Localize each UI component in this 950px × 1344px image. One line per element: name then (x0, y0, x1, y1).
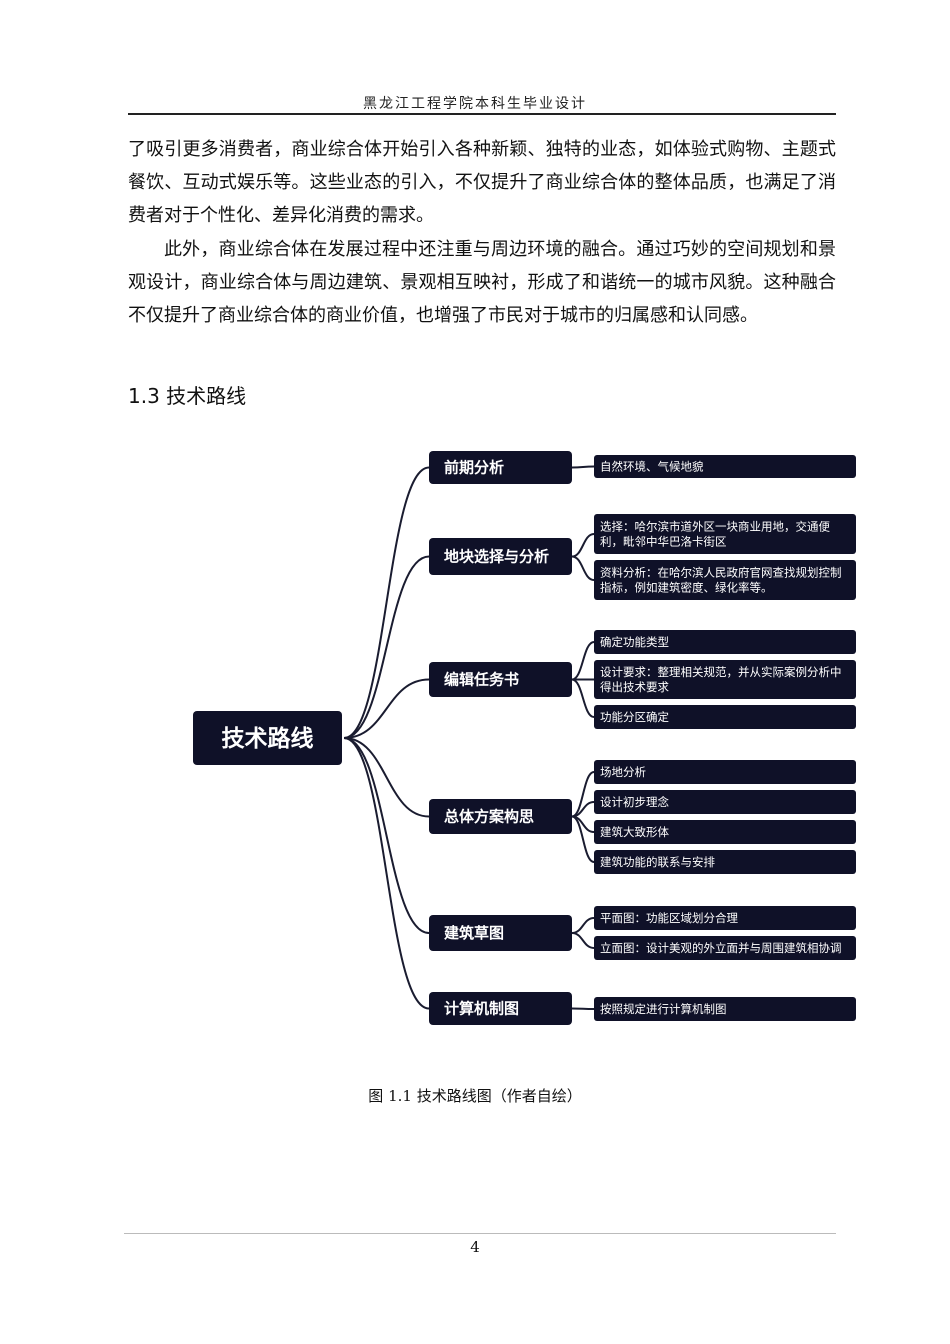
page-header-title: 黑龙江工程学院本科生毕业设计 (363, 96, 587, 112)
connector-line (571, 678, 595, 718)
section-heading: 1.3 技术路线 (128, 384, 247, 408)
connector-line (343, 737, 430, 934)
branch-node: 总体方案构思 (429, 799, 572, 834)
root-node: 技术路线 (193, 711, 342, 765)
branch-node: 计算机制图 (429, 992, 572, 1025)
leaf-node-label: 选择：哈尔滨市道外区一块商业用地，交通便 (600, 520, 830, 534)
connector-line (343, 737, 430, 818)
leaf-node: 确定功能类型 (594, 630, 856, 654)
page-number: 4 (470, 1238, 480, 1256)
leaf-node-label: 利，毗邻中华巴洛卡街区 (600, 535, 727, 549)
connector-line (571, 533, 595, 558)
leaf-node: 功能分区确定 (594, 705, 856, 729)
connector-line (343, 466, 430, 739)
leaf-node-label: 设计要求：整理相关规范，并从实际案例分析中 (600, 665, 842, 679)
branch-node: 前期分析 (429, 451, 572, 484)
branch-node-label: 计算机制图 (444, 1000, 519, 1018)
connector-line (571, 465, 595, 469)
leaf-node-label: 得出技术要求 (600, 680, 669, 694)
branch-node-label: 地块选择与分析 (444, 548, 549, 566)
leaf-node: 建筑功能的联系与安排 (594, 850, 856, 874)
leaf-node: 立面图：设计美观的外立面并与周围建筑相协调 (594, 936, 856, 960)
leaf-node-label: 平面图：功能区域划分合理 (600, 911, 738, 925)
branch-node-label: 前期分析 (444, 459, 504, 477)
connector-line (571, 1007, 595, 1010)
leaf-node-label: 立面图：设计美观的外立面并与周围建筑相协调 (600, 941, 842, 955)
root-node-label: 技术路线 (222, 725, 314, 752)
leaf-node: 场地分析 (594, 760, 856, 784)
leaf-node-label: 建筑功能的联系与安排 (600, 855, 715, 869)
leaf-node-label: 建筑大致形体 (600, 825, 669, 839)
footer-divider (124, 1233, 836, 1234)
leaf-node-label: 按照规定进行计算机制图 (600, 1002, 727, 1016)
leaf-node-label: 确定功能类型 (600, 635, 669, 649)
header-divider (128, 113, 836, 115)
branch-node: 建筑草图 (429, 915, 572, 951)
connector-line (571, 555, 595, 581)
leaf-node-label: 场地分析 (600, 765, 646, 779)
connector-line (571, 917, 595, 934)
connector-line (571, 932, 595, 949)
leaf-node-label: 指标，例如建筑密度、绿化率等。 (600, 581, 773, 595)
branch-node: 地块选择与分析 (429, 538, 572, 575)
connector-line (343, 678, 430, 739)
branch-node-label: 建筑草图 (444, 924, 504, 942)
leaf-node: 按照规定进行计算机制图 (594, 997, 856, 1021)
leaf-node: 建筑大致形体 (594, 820, 856, 844)
leaf-node-label: 自然环境、气候地貌 (600, 460, 704, 474)
leaf-node: 平面图：功能区域划分合理 (594, 906, 856, 930)
connector-line (571, 641, 595, 681)
leaf-node-label: 设计初步理念 (600, 795, 669, 809)
leaf-node-label: 资料分析：在哈尔滨人民政府官网查找规划控制 (600, 566, 842, 580)
branch-node-label: 总体方案构思 (444, 808, 534, 826)
leaf-node: 设计初步理念 (594, 790, 856, 814)
leaf-node: 自然环境、气候地貌 (594, 455, 856, 478)
branch-node: 编辑任务书 (429, 662, 572, 697)
body-paragraph-2: 此外，商业综合体在发展过程中还注重与周边环境的融合。通过巧妙的空间规划和景观设计… (128, 239, 836, 326)
connector-line (343, 737, 430, 1010)
connector-line (571, 815, 595, 863)
connector-line (343, 555, 430, 739)
leaf-node-label: 功能分区确定 (600, 710, 669, 724)
figure-caption: 图 1.1 技术路线图（作者自绘） (368, 1087, 582, 1105)
body-paragraph-1: 了吸引更多消费者，商业综合体开始引入各种新颖、独特的业态，如体验式购物、主题式餐… (128, 139, 836, 226)
branch-node-label: 编辑任务书 (444, 671, 519, 689)
